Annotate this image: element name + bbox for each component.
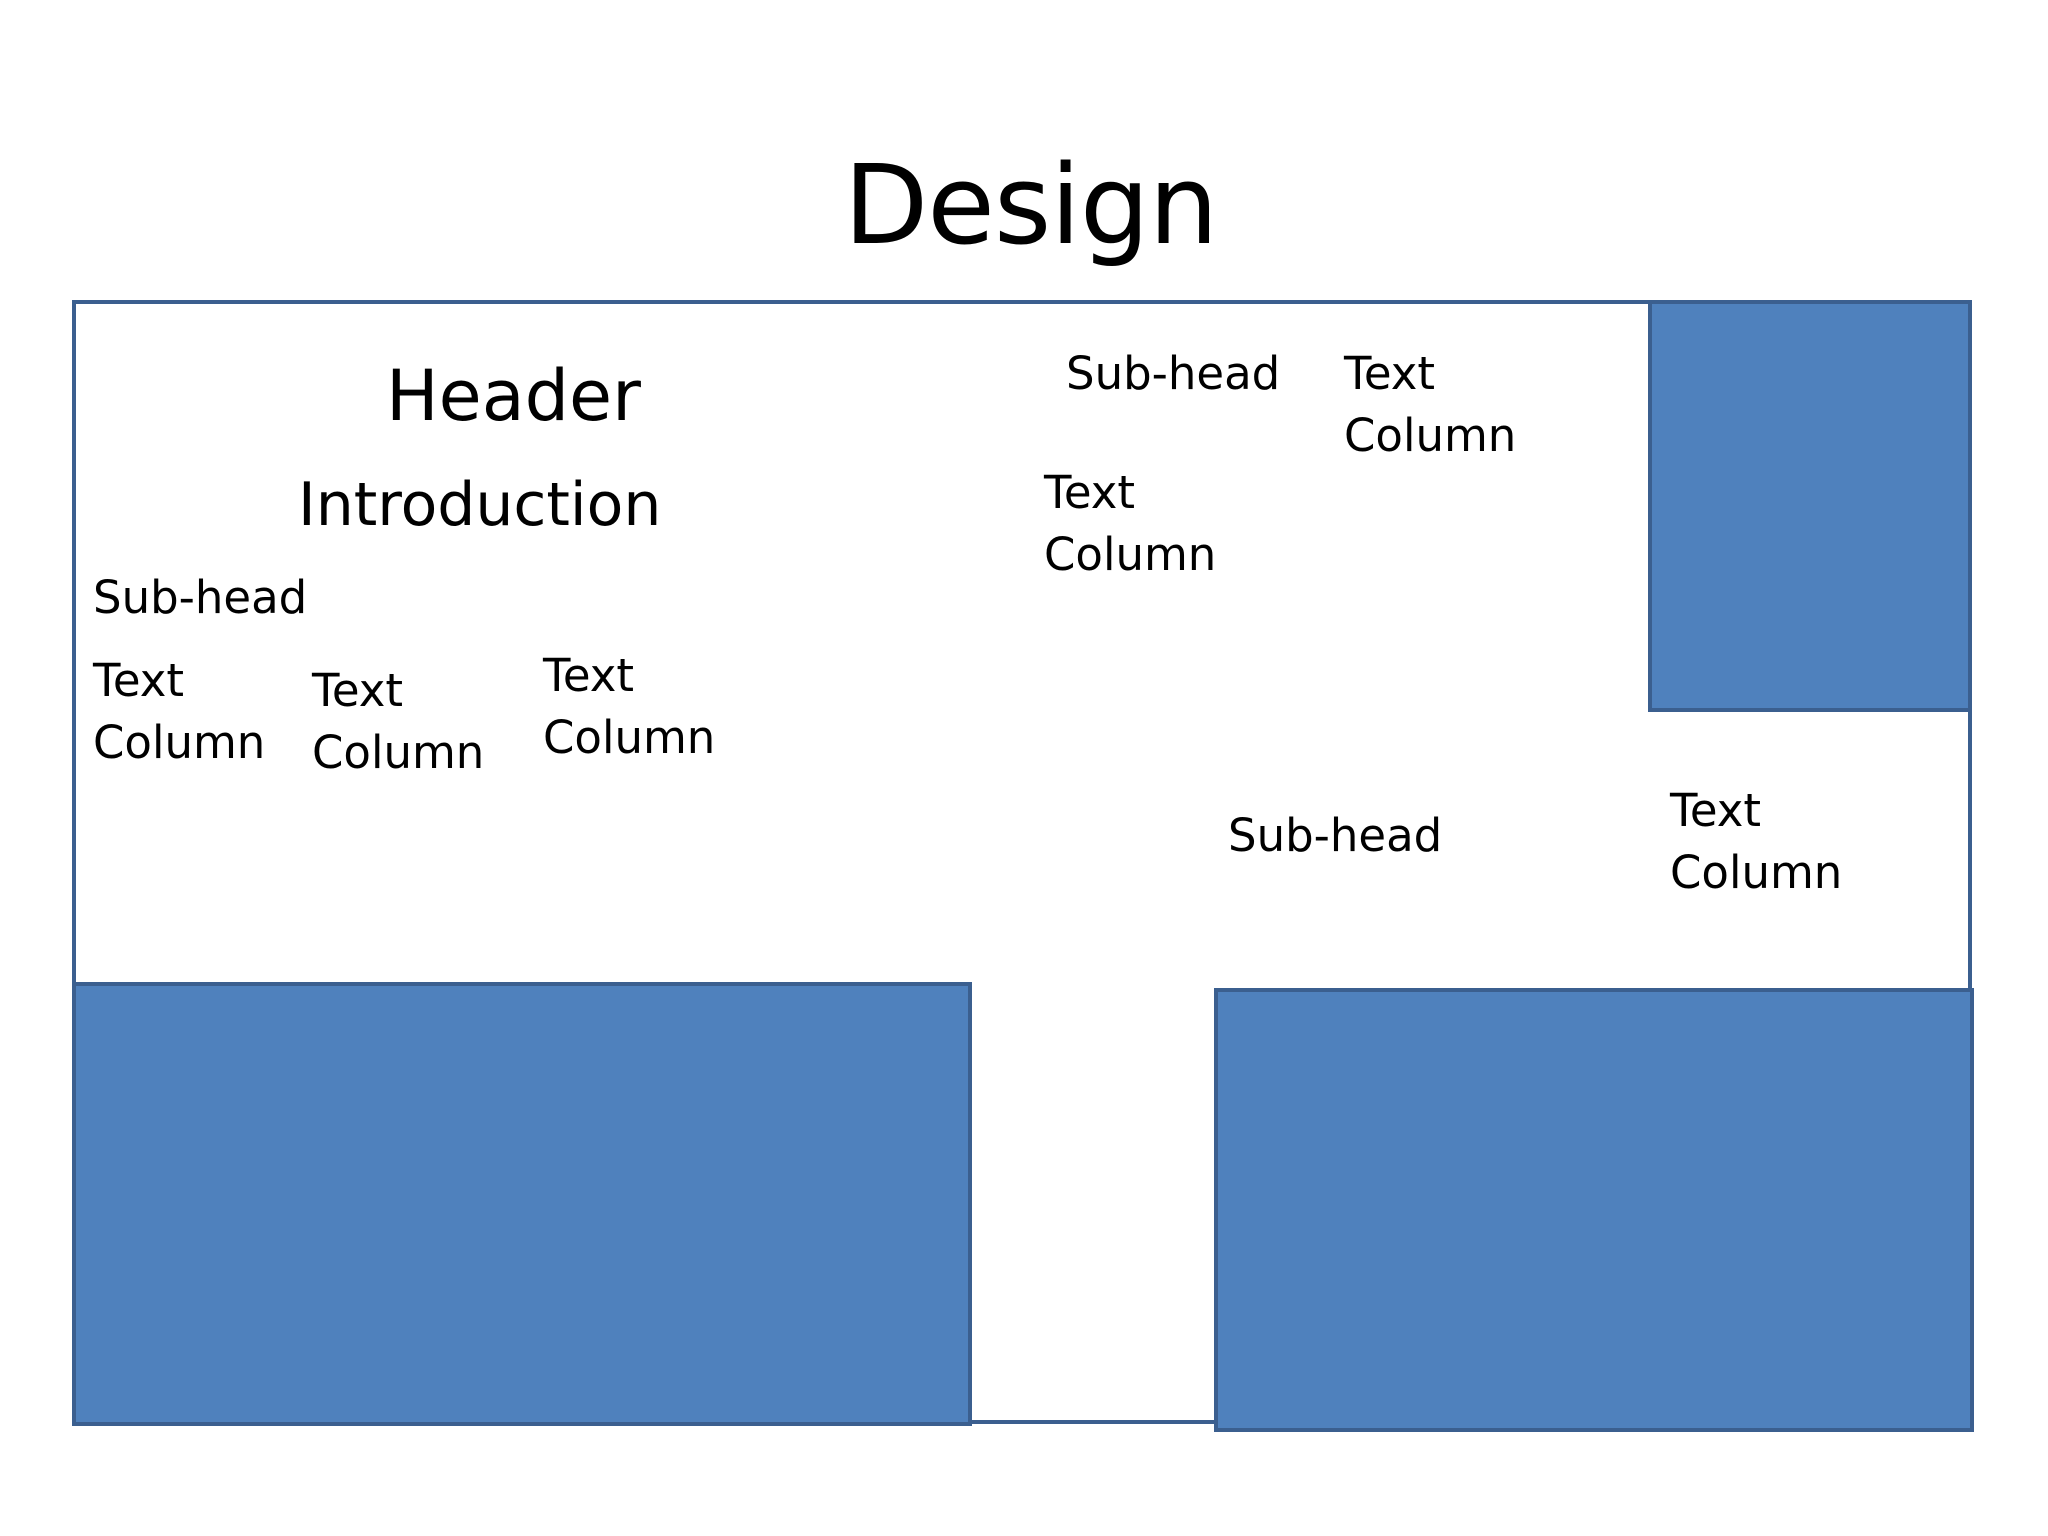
left-text-column-1-line2: Column (93, 716, 266, 769)
left-subhead: Sub-head (93, 571, 308, 624)
image-placeholder-bottom-right (1214, 988, 1974, 1432)
left-text-column-2: Text Column (312, 660, 484, 784)
bottom-right-text-column-line1: Text (1670, 784, 1762, 837)
left-text-column-3: Text Column (543, 645, 715, 769)
top-middle-text-column-line2: Column (1044, 528, 1217, 581)
top-middle-text-column-line1: Text (1044, 466, 1136, 519)
image-placeholder-top-right (1648, 300, 1972, 712)
left-text-column-2-line2: Column (312, 726, 485, 779)
left-text-column-3-line1: Text (543, 649, 635, 702)
top-right-text-column: Text Column (1344, 343, 1516, 467)
bottom-right-text-column: Text Column (1670, 780, 1842, 904)
image-placeholder-bottom-left (72, 982, 972, 1426)
left-text-column-2-line1: Text (312, 664, 404, 717)
left-text-column-1-line1: Text (93, 654, 185, 707)
left-text-column-3-line2: Column (543, 711, 716, 764)
left-text-column-1: Text Column (93, 650, 265, 774)
top-middle-text-column: Text Column (1044, 462, 1216, 586)
top-right-text-column-line2: Column (1344, 409, 1517, 462)
header-label: Header (386, 355, 641, 437)
top-middle-subhead: Sub-head (1066, 347, 1281, 400)
top-right-text-column-line1: Text (1344, 347, 1436, 400)
bottom-right-text-column-line2: Column (1670, 846, 1843, 899)
introduction-label: Introduction (298, 470, 662, 540)
slide-title: Design (843, 141, 1219, 269)
bottom-right-subhead: Sub-head (1228, 809, 1443, 862)
